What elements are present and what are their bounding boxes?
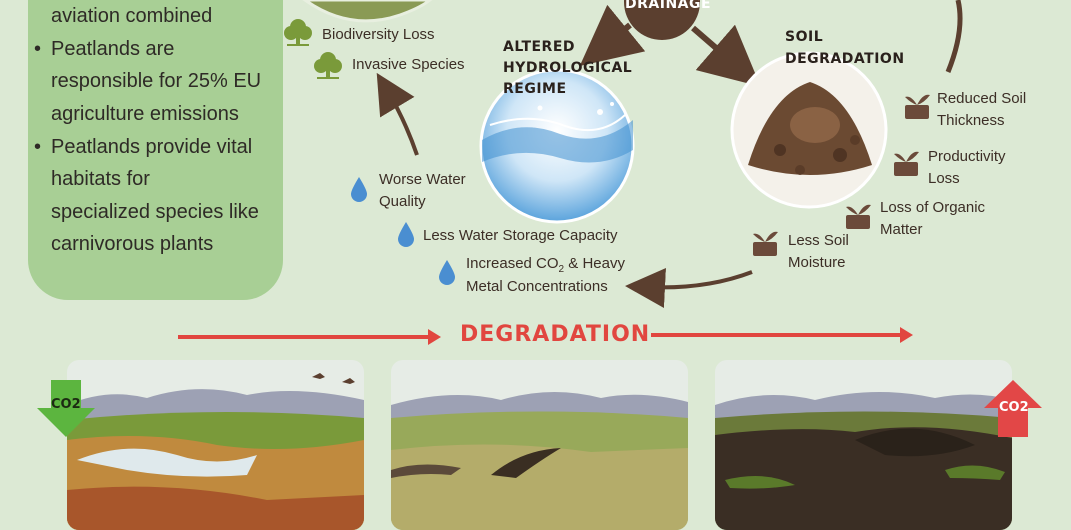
fact-text: specialized species like bbox=[51, 201, 259, 223]
co2-metal-label-2: Metal Concentrations bbox=[466, 278, 608, 295]
co2-in-label: CO2 bbox=[51, 397, 81, 412]
degradation-arrow-right bbox=[651, 327, 913, 343]
co2-out-label: CO2 bbox=[999, 400, 1029, 415]
water-quality-label-2: Quality bbox=[379, 193, 426, 210]
arrow-drainage-soil bbox=[691, 24, 761, 87]
drainage-label: DRAINAGE bbox=[625, 0, 712, 12]
fact-text: Peatlands provide vital bbox=[51, 136, 253, 158]
arrow-right-loop bbox=[945, 0, 963, 73]
bullet-dot: • bbox=[34, 38, 42, 60]
arrow-soil-to-hydro bbox=[625, 268, 753, 308]
soil-sprout-icon bbox=[753, 231, 778, 256]
soil-sprout-icon bbox=[905, 94, 930, 119]
soil-title-2: DEGRADATION bbox=[785, 51, 905, 67]
soil-moisture-label-2: Moisture bbox=[788, 254, 846, 271]
soil-title-1: SOIL bbox=[785, 29, 824, 45]
degraded-peatland-image bbox=[715, 360, 1012, 530]
fact-text: agriculture emissions bbox=[51, 103, 239, 125]
hydro-title-3: REGIME bbox=[503, 81, 567, 97]
fact-text: carnivorous plants bbox=[51, 233, 214, 255]
soil-image bbox=[730, 51, 888, 209]
soil-thickness-label-1: Reduced Soil bbox=[937, 90, 1027, 107]
hydro-title-1: ALTERED bbox=[503, 39, 576, 55]
biodiversity-loss-label: Biodiversity Loss bbox=[322, 26, 435, 43]
tree-icon bbox=[314, 52, 342, 79]
productivity-label-1: Productivity bbox=[928, 148, 1006, 165]
degradation-arrow-left bbox=[178, 329, 441, 345]
diagram-graphics bbox=[178, 0, 963, 345]
fact-text: aviation combined bbox=[51, 5, 213, 27]
co2-absorption-arrow-icon: CO2 bbox=[37, 380, 95, 438]
degrading-peatland-image bbox=[391, 360, 688, 530]
degradation-title: DEGRADATION bbox=[460, 322, 651, 347]
invasive-species-label: Invasive Species bbox=[352, 56, 465, 73]
soil-thickness-label-2: Thickness bbox=[937, 112, 1005, 129]
co2-metal-label-1: Increased CO2 & Heavy bbox=[466, 255, 625, 275]
fact-text: habitats for bbox=[51, 168, 150, 190]
facts-panel bbox=[28, 0, 283, 300]
water-storage-label: Less Water Storage Capacity bbox=[423, 227, 618, 244]
water-drop-icon bbox=[351, 177, 367, 202]
arrow-drainage-hydro bbox=[579, 4, 646, 66]
water-drop-icon bbox=[439, 260, 455, 285]
arrow-to-biodiversity bbox=[376, 72, 419, 156]
healthy-peatland-image bbox=[67, 360, 364, 530]
water-drop-icon bbox=[398, 222, 414, 247]
biodiversity-image bbox=[302, 0, 433, 23]
bullet-dot: • bbox=[34, 136, 42, 158]
water-quality-label-1: Worse Water bbox=[379, 171, 466, 188]
productivity-label-2: Loss bbox=[928, 170, 960, 187]
tree-icon bbox=[284, 19, 312, 46]
fact-text: responsible for 25% EU bbox=[51, 70, 262, 92]
soil-sprout-icon bbox=[846, 204, 871, 229]
fact-text: Peatlands are bbox=[51, 38, 175, 60]
soil-moisture-label-1: Less Soil bbox=[788, 232, 849, 249]
organic-matter-label-1: Loss of Organic bbox=[880, 199, 986, 216]
co2-emission-arrow-icon: CO2 bbox=[984, 380, 1042, 438]
soil-sprout-icon bbox=[894, 151, 919, 176]
hydro-title-2: HYDROLOGICAL bbox=[503, 60, 633, 76]
water-image bbox=[479, 68, 635, 224]
organic-matter-label-2: Matter bbox=[880, 221, 923, 238]
